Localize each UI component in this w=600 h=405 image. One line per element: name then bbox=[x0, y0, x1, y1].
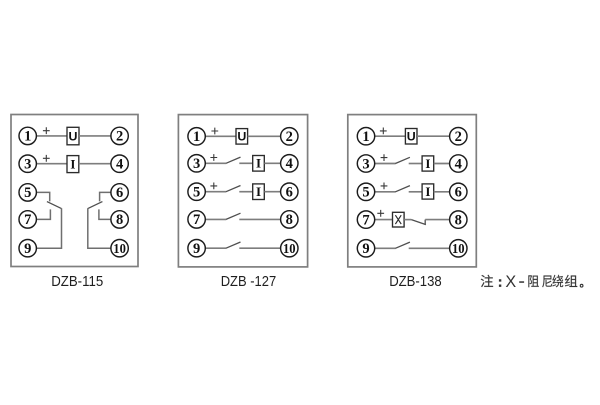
svg-text:7: 7 bbox=[24, 212, 31, 228]
svg-text:10: 10 bbox=[452, 241, 465, 256]
svg-text:DZB -127: DZB -127 bbox=[221, 273, 277, 290]
svg-text:9: 9 bbox=[193, 241, 200, 257]
svg-text:5: 5 bbox=[362, 185, 369, 201]
svg-text:6: 6 bbox=[455, 185, 462, 201]
svg-text:8: 8 bbox=[116, 212, 123, 228]
svg-text:4: 4 bbox=[116, 157, 123, 173]
svg-text:I: I bbox=[425, 156, 430, 171]
svg-text:9: 9 bbox=[362, 241, 369, 257]
svg-text:7: 7 bbox=[193, 212, 200, 228]
svg-text:U: U bbox=[407, 130, 416, 144]
svg-text:U: U bbox=[69, 129, 78, 143]
svg-text:7: 7 bbox=[362, 212, 369, 228]
svg-text:I: I bbox=[70, 156, 75, 171]
svg-text:5: 5 bbox=[193, 185, 200, 201]
svg-text:4: 4 bbox=[455, 156, 462, 172]
svg-text:1: 1 bbox=[24, 129, 31, 145]
svg-text:1: 1 bbox=[193, 129, 200, 145]
svg-text:5: 5 bbox=[24, 185, 31, 201]
svg-text:6: 6 bbox=[116, 185, 123, 201]
svg-text:I: I bbox=[256, 184, 261, 199]
svg-text:2: 2 bbox=[455, 129, 462, 145]
svg-text:3: 3 bbox=[362, 156, 369, 172]
svg-text:DZB-115: DZB-115 bbox=[51, 273, 103, 290]
svg-text:8: 8 bbox=[455, 212, 462, 228]
svg-text:DZB-138: DZB-138 bbox=[389, 273, 442, 290]
svg-text:I: I bbox=[425, 184, 430, 199]
svg-text:9: 9 bbox=[24, 241, 31, 257]
svg-text:I: I bbox=[256, 156, 261, 171]
svg-text:4: 4 bbox=[286, 156, 293, 172]
svg-text:U: U bbox=[237, 130, 246, 144]
svg-text:3: 3 bbox=[193, 156, 200, 172]
svg-text:3: 3 bbox=[24, 157, 31, 173]
svg-text:10: 10 bbox=[283, 241, 296, 256]
svg-text:8: 8 bbox=[286, 212, 293, 228]
svg-text:6: 6 bbox=[286, 185, 293, 201]
svg-text:2: 2 bbox=[286, 129, 293, 145]
svg-text:X: X bbox=[505, 273, 516, 291]
svg-text:10: 10 bbox=[113, 241, 126, 256]
svg-text:2: 2 bbox=[116, 129, 123, 145]
svg-text:1: 1 bbox=[362, 129, 369, 145]
